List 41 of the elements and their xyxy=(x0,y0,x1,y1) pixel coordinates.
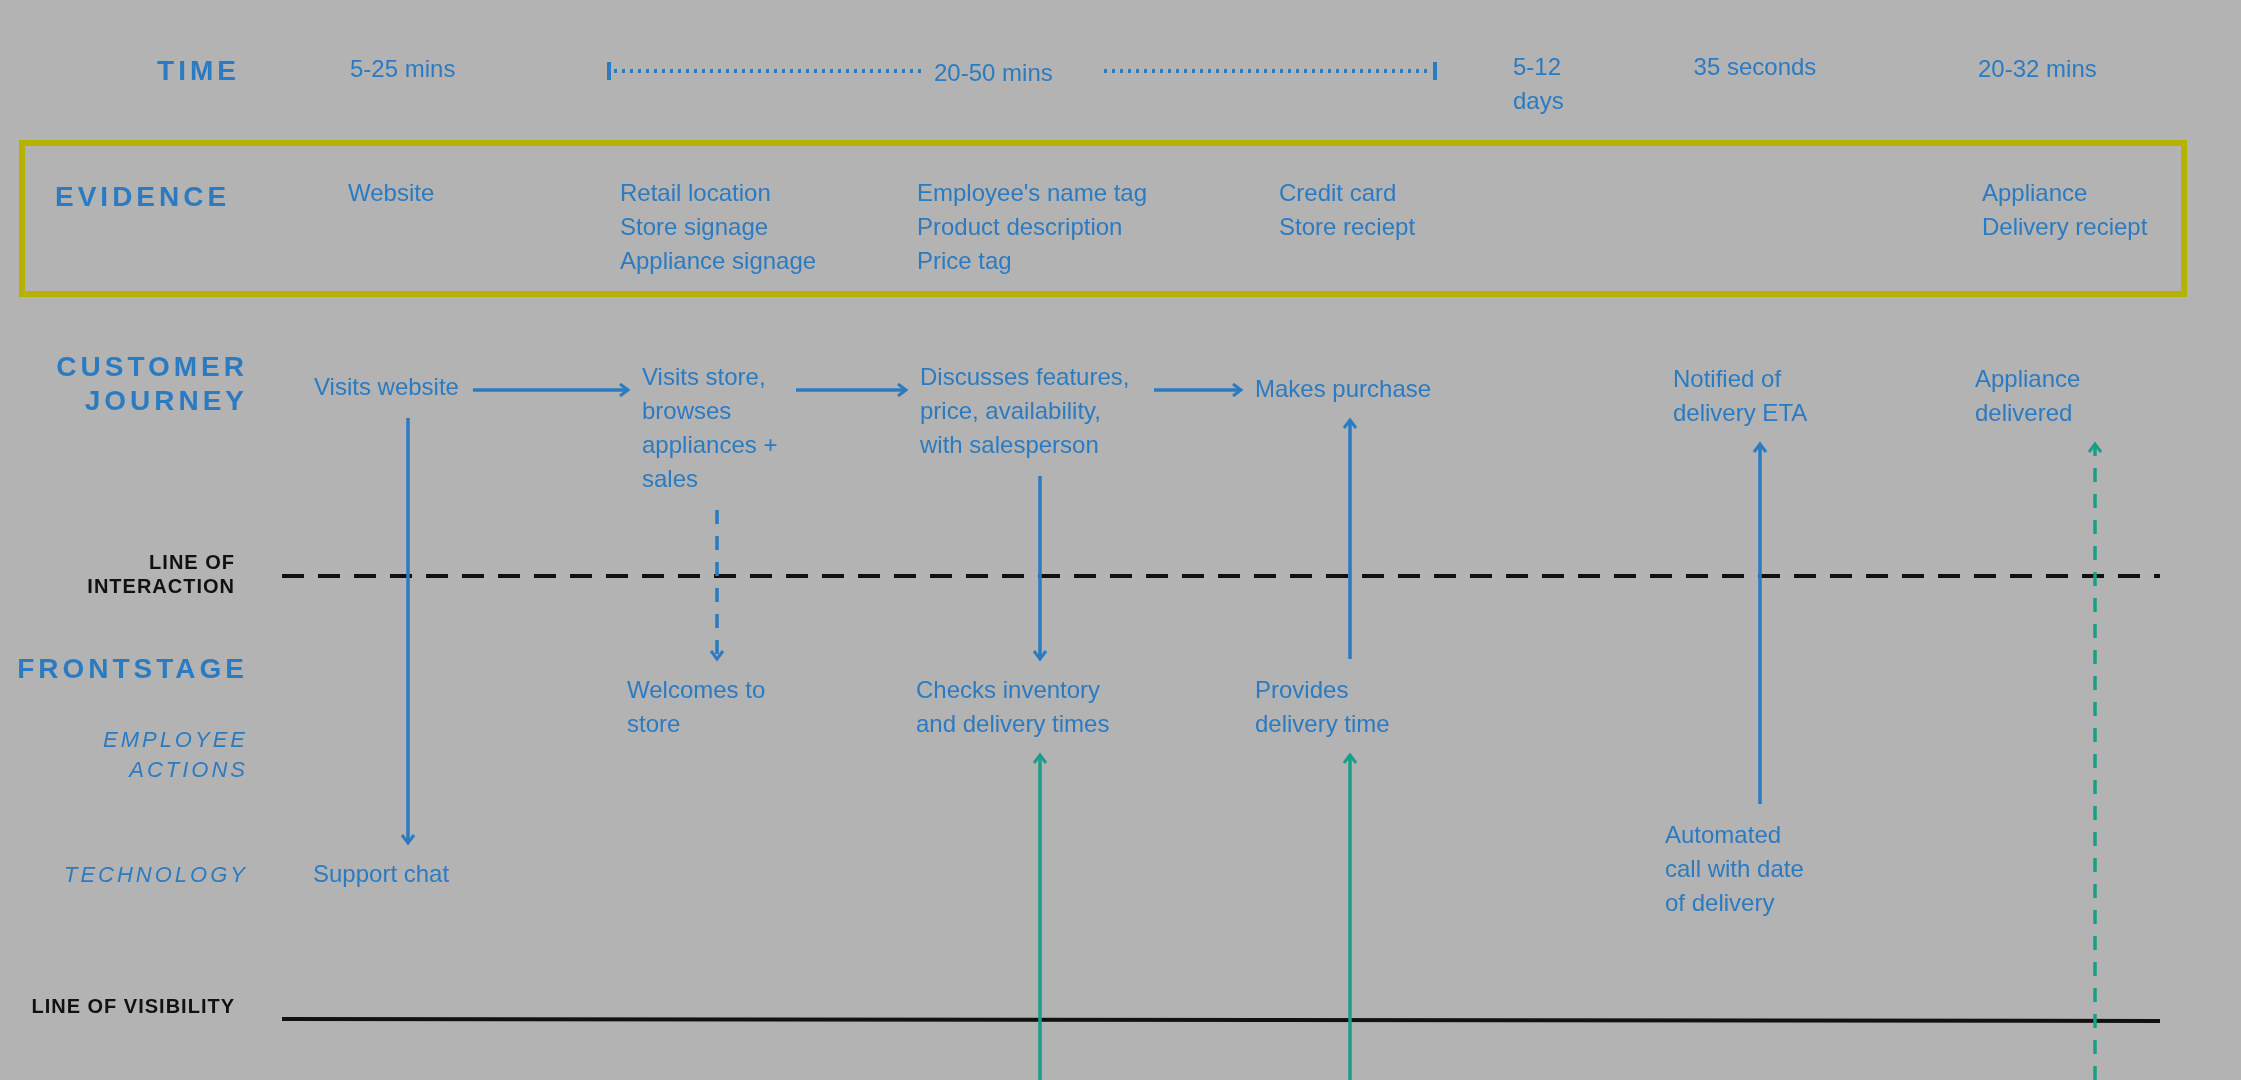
arrow xyxy=(472,382,630,398)
step-text: Discusses features, price, availability, with salesperson xyxy=(920,360,1140,462)
arrow xyxy=(1032,753,1048,1080)
step-text: Automated call with date of delivery xyxy=(1665,818,1815,920)
step-text: Checks inventory and delivery times xyxy=(916,673,1126,741)
row-heading: TECHNOLOGY xyxy=(62,861,248,889)
row-heading: TIME xyxy=(156,54,240,88)
arrow xyxy=(709,510,725,661)
evidence-text: Credit card Store reciept xyxy=(1279,178,1417,242)
evidence-band xyxy=(19,140,2187,297)
step-text: Welcomes to store xyxy=(627,673,787,741)
step-text: Notified of delivery ETA xyxy=(1673,362,1818,430)
arrow xyxy=(1342,753,1358,1080)
arrow xyxy=(1342,418,1358,659)
duration-text: 35 seconds xyxy=(1692,52,1818,82)
evidence-text: Website xyxy=(348,178,435,208)
evidence-text: Appliance Delivery reciept xyxy=(1982,178,2149,242)
line-heading: LINE OF VISIBILITY xyxy=(30,994,235,1018)
row-heading: EMPLOYEE ACTIONS xyxy=(101,726,248,784)
step-text: Makes purchase xyxy=(1255,372,1432,406)
row-heading: CUSTOMER JOURNEY xyxy=(55,350,248,418)
step-text: Support chat xyxy=(313,857,450,891)
row-heading: EVIDENCE xyxy=(55,180,231,214)
evidence-text: Employee's name tag Product description Price tag xyxy=(917,178,1149,276)
duration-text: 20-32 mins xyxy=(1978,54,2098,84)
arrow xyxy=(1154,382,1243,398)
arrow xyxy=(796,382,908,398)
arrow xyxy=(1752,442,1768,804)
duration-text: 20-50 mins xyxy=(934,58,1054,88)
duration-text: 5-12 days xyxy=(1513,52,1565,116)
step-text: Visits store, browses appliances + sales xyxy=(642,360,782,496)
line-heading: LINE OF INTERACTION xyxy=(86,550,235,598)
step-text: Appliance delivered xyxy=(1975,362,2105,430)
evidence-text: Retail location Store signage Appliance signage xyxy=(620,178,818,276)
row-heading: FRONTSTAGE xyxy=(16,652,248,686)
arrow xyxy=(2087,442,2103,1080)
step-text: Provides delivery time xyxy=(1255,673,1405,741)
step-text: Visits website xyxy=(314,370,459,404)
arrow xyxy=(400,418,416,845)
arrow xyxy=(1032,476,1048,661)
duration-text: 5-25 mins xyxy=(350,54,457,84)
